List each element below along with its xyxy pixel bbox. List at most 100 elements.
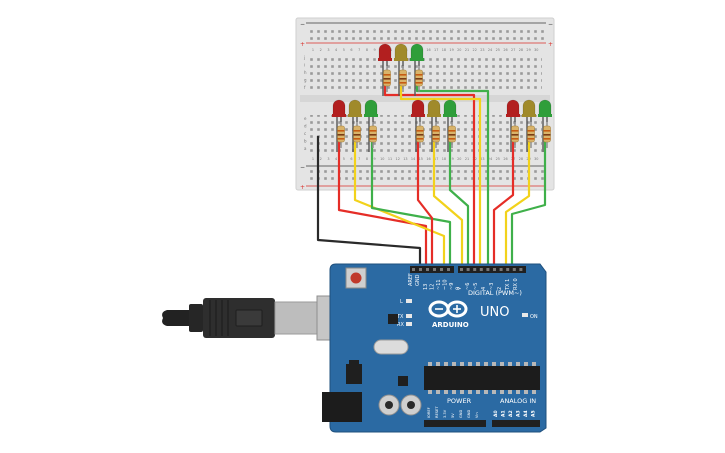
voltage-regulator: [346, 364, 362, 384]
digital-pin-label: ~11: [436, 279, 442, 290]
resistor-band: [527, 134, 535, 136]
wire-right-yellow[interactable]: [504, 136, 531, 272]
rail-top-minus-label-right: −: [548, 21, 553, 28]
row-letter: b: [304, 139, 307, 144]
header-hole: [466, 268, 470, 271]
header-hole: [419, 268, 422, 271]
led-red[interactable]: [506, 99, 520, 116]
wire-middle-green[interactable]: [448, 136, 470, 272]
resistor-band: [353, 138, 361, 140]
column-number: 7: [358, 48, 360, 52]
led-green[interactable]: [443, 99, 457, 116]
led-red[interactable]: [332, 99, 346, 116]
resistor-band: [511, 134, 519, 136]
led-yellow[interactable]: [427, 99, 441, 116]
usb-strain-relief: [189, 304, 203, 332]
digital-pin-label: ~5: [473, 283, 479, 290]
digital-pin-label: RX 0: [513, 278, 519, 290]
rail-top-plus-label-right: +: [548, 41, 553, 48]
rail-top-holes: [306, 26, 546, 40]
tx-led: [406, 314, 412, 318]
column-number: 19: [449, 157, 453, 161]
led-rim: [394, 58, 408, 61]
resistor-band: [353, 130, 361, 132]
wire-gnd[interactable]: [316, 136, 422, 272]
l-led-label: L: [400, 299, 403, 305]
led-rim: [364, 114, 378, 117]
led-yellow[interactable]: [394, 43, 408, 60]
resistor-band: [369, 134, 377, 136]
led-red[interactable]: [411, 99, 425, 116]
analog-pin-label: A4: [523, 410, 529, 417]
wire-left-green[interactable]: [370, 136, 452, 272]
mcu-pin: [500, 390, 504, 394]
terminal-field-lower: [310, 115, 542, 153]
column-number: 1: [312, 157, 314, 161]
led-red[interactable]: [378, 43, 392, 60]
aref-label: AREF: [408, 273, 414, 286]
column-number: 15: [419, 157, 423, 161]
led-green[interactable]: [364, 99, 378, 116]
resistor-band: [416, 130, 424, 132]
header-hole: [473, 268, 477, 271]
wire-left-yellow[interactable]: [353, 136, 446, 272]
led-rim: [410, 58, 424, 61]
row-letter: f: [304, 85, 306, 90]
light-right: [506, 99, 552, 152]
led-green[interactable]: [538, 99, 552, 116]
mcu-pin: [532, 362, 536, 366]
resistor-band: [416, 134, 424, 136]
column-number: 28: [519, 157, 523, 161]
reset-button[interactable]: [350, 272, 362, 284]
usb-b-connector: [274, 301, 318, 335]
analog-pin-label: A0: [493, 410, 499, 417]
column-number: 14: [411, 157, 415, 161]
resistor-band: [383, 78, 391, 80]
column-number: 16: [426, 157, 430, 161]
header-hole: [479, 268, 483, 271]
wire-middle-yellow[interactable]: [432, 136, 464, 272]
arduino-logo-text: ARDUINO: [432, 321, 469, 329]
led-yellow[interactable]: [522, 99, 536, 116]
resistor-band: [369, 130, 377, 132]
mcu-pin: [436, 362, 440, 366]
digital-pin-label: 8: [456, 287, 462, 290]
column-number: 4: [335, 157, 337, 161]
column-number: 19: [449, 48, 453, 52]
resistor-band: [448, 138, 456, 140]
column-number: 18: [442, 48, 446, 52]
usb-logo-plate: [235, 309, 263, 327]
column-number: 29: [526, 48, 530, 52]
led-rim: [443, 114, 457, 117]
power-pin-label: Vin: [475, 412, 479, 418]
column-number: 8: [366, 157, 368, 161]
header-hole: [440, 268, 443, 271]
wire-middle-red[interactable]: [416, 136, 434, 272]
wire-right-green[interactable]: [510, 136, 547, 272]
power-pin-label: 5V: [451, 413, 455, 418]
row-letter: h: [304, 70, 307, 75]
analog-label: ANALOG IN: [500, 397, 536, 405]
wire-left-red[interactable]: [337, 136, 428, 272]
led-rim: [522, 114, 536, 117]
led-yellow[interactable]: [348, 99, 362, 116]
led-rim: [427, 114, 441, 117]
led-green[interactable]: [410, 43, 424, 60]
row-letter: c: [304, 131, 306, 136]
power-pin-label: GND: [467, 410, 471, 418]
mcu-pin: [428, 362, 432, 366]
on-led: [522, 313, 528, 317]
resistor-band: [511, 130, 519, 132]
wire-top-yellow[interactable]: [399, 75, 482, 272]
led-rim: [506, 114, 520, 117]
regulator-tab: [349, 360, 359, 364]
wires: [316, 75, 547, 272]
column-number: 21: [465, 48, 469, 52]
resistor-band: [416, 138, 424, 140]
wire-right-red[interactable]: [492, 136, 515, 272]
column-number: 8: [366, 48, 368, 52]
header-hole: [493, 268, 496, 271]
dc-power-jack[interactable]: [322, 392, 362, 422]
mcu-pin: [460, 390, 464, 394]
